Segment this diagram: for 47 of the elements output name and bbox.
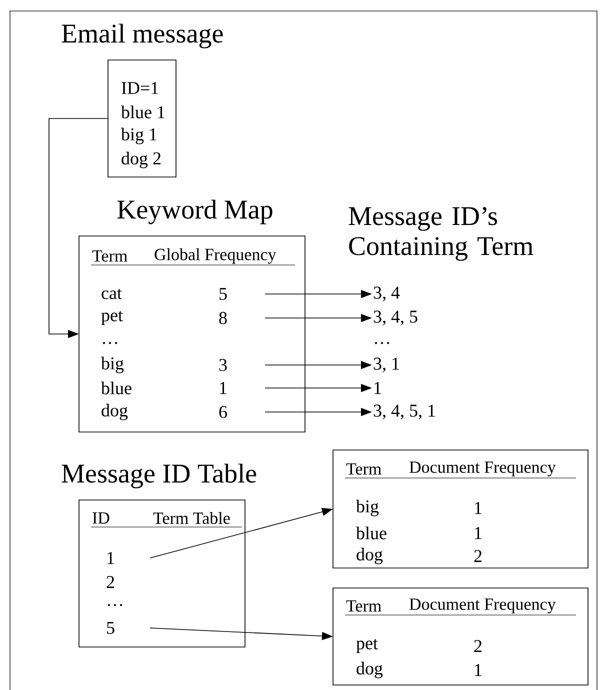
column-header: Term <box>92 250 128 262</box>
table-cell: dog <box>356 662 383 678</box>
table-cell: 3, 4 <box>374 286 400 302</box>
table-cell: dog 2 <box>122 152 161 168</box>
table-cell: big <box>101 356 124 374</box>
table-cell: 3, 1 <box>374 358 399 372</box>
table-cell: … <box>102 342 118 344</box>
table-cell: 2 <box>474 550 482 562</box>
table-cell: 3, 4, 5 <box>374 310 418 326</box>
table-cell: ID=1 <box>122 82 158 94</box>
table-cell: 5 <box>107 622 114 634</box>
column-header: ID <box>92 512 110 524</box>
table-cell: pet <box>101 311 123 325</box>
table-cell: big <box>356 500 379 516</box>
box-heading: Keyword Map <box>117 200 272 224</box>
column-header: Term <box>346 600 382 612</box>
table-cell: blue <box>101 382 132 394</box>
column-header: Term Table <box>153 512 230 524</box>
table-cell: 2 <box>106 576 114 588</box>
column-header: Document Frequency <box>410 598 556 614</box>
table-cell: dog <box>356 548 383 564</box>
table-cell: 1 <box>475 502 482 514</box>
table-cell: 5 <box>220 288 227 300</box>
table-cell: … <box>108 604 122 606</box>
box-heading: Email message <box>62 24 223 48</box>
table-cell: 2 <box>474 640 482 652</box>
table-cell: 1 <box>475 527 482 539</box>
ellipsis-text: … <box>374 342 390 344</box>
column-header: Global Frequency <box>154 248 276 264</box>
table-cell: pet <box>356 639 378 653</box>
table-cell: cat <box>102 288 122 300</box>
column-header: Document Frequency <box>410 462 556 476</box>
column-heading: Message ID’s Containing Term <box>348 207 534 261</box>
table-cell: 6 <box>219 406 227 418</box>
table-cell: 8 <box>219 312 227 324</box>
column-header: Term <box>346 463 382 475</box>
table-cell: 1 <box>475 664 482 676</box>
table-cell: 1 <box>220 382 226 394</box>
table-cell: 1 <box>108 552 114 564</box>
table-cell: dog <box>102 404 128 420</box>
table-cell: blue 1 <box>121 106 164 118</box>
table-cell: 3 <box>219 358 227 372</box>
table-cell: 3, 4, 5, 1 <box>374 404 435 420</box>
box-heading: Message ID Table <box>62 464 256 488</box>
table-cell: 1 <box>374 382 381 394</box>
table-cell: blue <box>356 526 386 540</box>
table-cell: big 1 <box>121 128 156 144</box>
